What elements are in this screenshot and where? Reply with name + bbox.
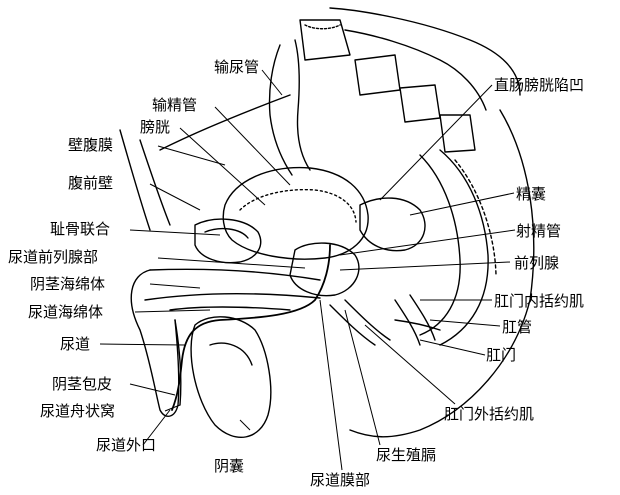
bladder-outline [223, 168, 368, 259]
label-pubic-symphysis: 耻骨联合 [50, 220, 110, 238]
label-scrotum: 阴囊 [214, 457, 244, 475]
label-external-anal-sphincter: 肛门外括约肌 [444, 405, 534, 423]
label-membranous-urethra: 尿道膜部 [310, 471, 370, 489]
label-external-urethral-orifice: 尿道外口 [96, 436, 156, 454]
label-navicular-fossa: 尿道舟状窝 [40, 402, 115, 420]
label-urethra: 尿道 [60, 335, 90, 353]
label-seminal-vesicle: 精囊 [516, 185, 546, 203]
penis-outline [150, 269, 320, 280]
rectum-outline [440, 150, 488, 345]
label-prostatic-urethra: 尿道前列腺部 [8, 248, 98, 266]
label-vas-deferens: 输精管 [152, 96, 197, 114]
label-anterior-abdominal-wall: 腹前壁 [68, 174, 113, 192]
pubic-symphysis-outline [195, 219, 261, 263]
label-prostate: 前列腺 [514, 254, 559, 272]
label-corpus-cavernosum: 阴茎海绵体 [30, 275, 105, 293]
label-rectovesical-pouch: 直肠膀胱陷凹 [494, 76, 584, 94]
label-bladder: 膀胱 [140, 118, 170, 136]
label-ureter: 输尿管 [214, 58, 259, 76]
scrotum-outline [191, 317, 271, 438]
label-parietal-peritoneum: 壁腹膜 [68, 136, 113, 154]
label-anal-canal: 肛管 [502, 318, 532, 336]
seminal-vesicle-outline [360, 198, 425, 251]
label-urogenital-diaphragm: 尿生殖膈 [376, 446, 436, 464]
label-internal-anal-sphincter: 肛门内括约肌 [494, 292, 584, 310]
label-anus: 肛门 [486, 346, 516, 364]
label-corpus-spongiosum: 尿道海绵体 [28, 303, 103, 321]
label-prepuce: 阴茎包皮 [52, 375, 112, 393]
label-ejaculatory-duct: 射精管 [516, 222, 561, 240]
